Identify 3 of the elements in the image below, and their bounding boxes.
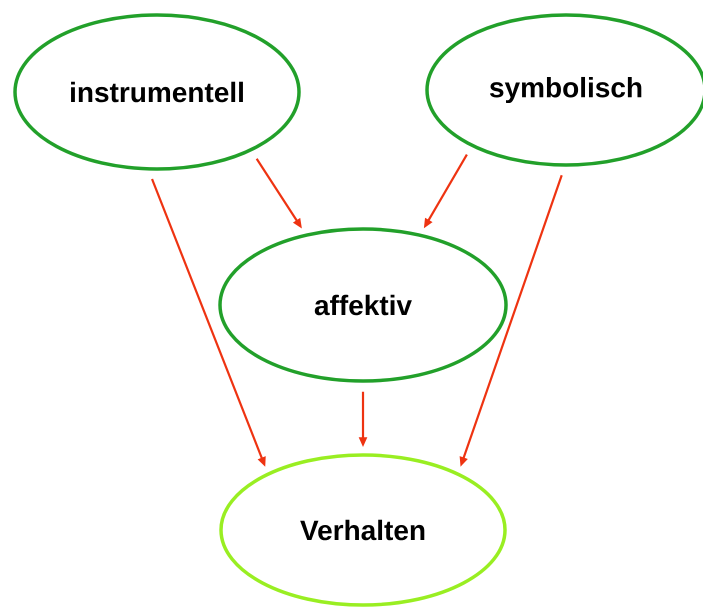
- ellipse-node: Verhalten: [219, 453, 507, 607]
- ellipse-node: instrumentell: [13, 13, 301, 171]
- ellipse-node: affektiv: [218, 227, 508, 383]
